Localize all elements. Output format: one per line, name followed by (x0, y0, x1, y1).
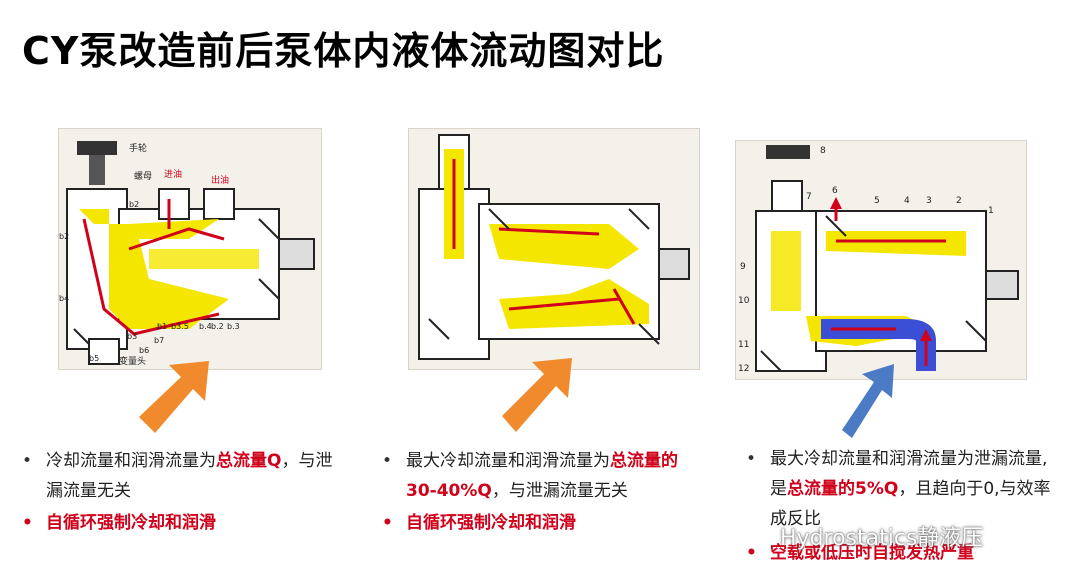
bullet-dot: • (746, 543, 757, 563)
bullet-dot: • (382, 451, 393, 471)
label-n8: 8 (820, 146, 826, 156)
label-b33: b.3 (227, 322, 240, 331)
label-b6: b6 (139, 346, 149, 355)
bullet-dot: • (22, 513, 33, 533)
label-n1: 1 (988, 206, 994, 216)
bullet-dot: • (746, 449, 757, 469)
bullet-text: 冷却流量和润滑流量为 (46, 451, 216, 471)
label-variable-head: 变量头 (119, 355, 146, 367)
bullet-highlight: 总流量Q (216, 451, 282, 471)
bullet-highlight: 总流量的30-40%Q (406, 451, 678, 501)
label-b5: b5 (89, 354, 99, 363)
bullet-text: ，且趋向于0,与效率成反比 (770, 479, 1051, 529)
label-n3: 3 (926, 196, 932, 206)
pump-diagram-after-1 (408, 128, 700, 370)
watermark: Hydrostatics静液压 (752, 520, 983, 552)
label-n9: 9 (740, 262, 746, 272)
bullet-item: • 最大冷却流量和润滑流量为总流量的30-40%Q，与泄漏流量无关 (378, 446, 678, 506)
bullet-item: • 最大冷却流量和润滑流量为泄漏流量,是总流量的5%Q，且趋向于0,与效率成反比 (742, 444, 1062, 534)
label-b4: b4 (59, 294, 69, 303)
label-b22: b.2 (211, 322, 224, 331)
watermark-text: Hydrostatics静液压 (780, 526, 984, 551)
orange-arrow-2 (502, 358, 572, 432)
label-b2b: b2 (129, 200, 139, 209)
label-b7: b7 (154, 336, 164, 345)
label-n7: 7 (806, 192, 812, 202)
label-b35: b3.5 (171, 322, 189, 331)
pump-diagram-before: 手轮 螺母 进油 出油 变量头 b2 b2 b4 b5 b1 b7 b6 b3 … (58, 128, 322, 370)
label-handwheel: 手轮 (129, 142, 147, 154)
pump-section-drawing-3: 8 7 6 5 4 3 2 1 9 10 11 12 (736, 141, 1026, 379)
label-n6: 6 (832, 186, 838, 196)
bullet-item-red: • 空载或低压时自搅发热严重 (742, 538, 1062, 568)
bullet-dot: • (382, 513, 393, 533)
label-nut: 螺母 (134, 171, 152, 182)
label-n4: 4 (904, 196, 910, 206)
label-in-oil: 进油 (164, 168, 182, 180)
bullet-highlight: 总流量的5%Q (787, 479, 899, 499)
bullet-item: • 冷却流量和润滑流量为总流量Q，与泄漏流量无关 (18, 446, 338, 506)
page-title: CY泵改造前后泵体内液体流动图对比 (22, 29, 665, 73)
label-n12: 12 (738, 364, 749, 374)
label-n5: 5 (874, 196, 880, 206)
bullet-text: 最大冷却流量和润滑流量为 (406, 451, 610, 471)
wechat-icon (752, 529, 774, 546)
bullet-text: 空载或低压时自搅发热严重 (770, 543, 974, 563)
bullet-text: 自循环强制冷却和润滑 (406, 513, 576, 533)
label-b3: b3 (127, 332, 137, 341)
orange-arrow-1 (139, 361, 209, 433)
bullets-panel-1: • 冷却流量和润滑流量为总流量Q，与泄漏流量无关 • 自循环强制冷却和润滑 (18, 446, 338, 538)
bullet-text: 自循环强制冷却和润滑 (46, 513, 216, 533)
label-n10: 10 (738, 296, 750, 306)
pump-section-drawing-2 (409, 129, 699, 369)
bullet-item-red: • 自循环强制冷却和润滑 (18, 508, 338, 538)
label-b4n: b.4 (199, 322, 212, 331)
pump-section-drawing-1: 手轮 螺母 进油 出油 变量头 b2 b2 b4 b5 b1 b7 b6 b3 … (59, 129, 321, 369)
label-out-oil: 出油 (211, 174, 229, 186)
label-n11: 11 (738, 340, 749, 350)
bullet-item-red: • 自循环强制冷却和润滑 (378, 508, 678, 538)
label-b1: b1 (157, 322, 167, 331)
bullet-text: ，与泄漏流量无关 (491, 481, 628, 501)
bullets-panel-3: • 最大冷却流量和润滑流量为泄漏流量,是总流量的5%Q，且趋向于0,与效率成反比… (742, 444, 1062, 568)
bullet-text: ，与泄漏流量无关 (46, 451, 333, 501)
blue-arrow (842, 364, 894, 438)
bullet-dot: • (22, 451, 33, 471)
label-b2a: b2 (59, 232, 69, 241)
pump-diagram-after-2: 8 7 6 5 4 3 2 1 9 10 11 12 (735, 140, 1027, 380)
bullet-text: 最大冷却流量和润滑流量为泄漏流量,是 (770, 449, 1048, 499)
bullets-panel-2: • 最大冷却流量和润滑流量为总流量的30-40%Q，与泄漏流量无关 • 自循环强… (378, 446, 678, 538)
label-n2: 2 (956, 196, 962, 206)
